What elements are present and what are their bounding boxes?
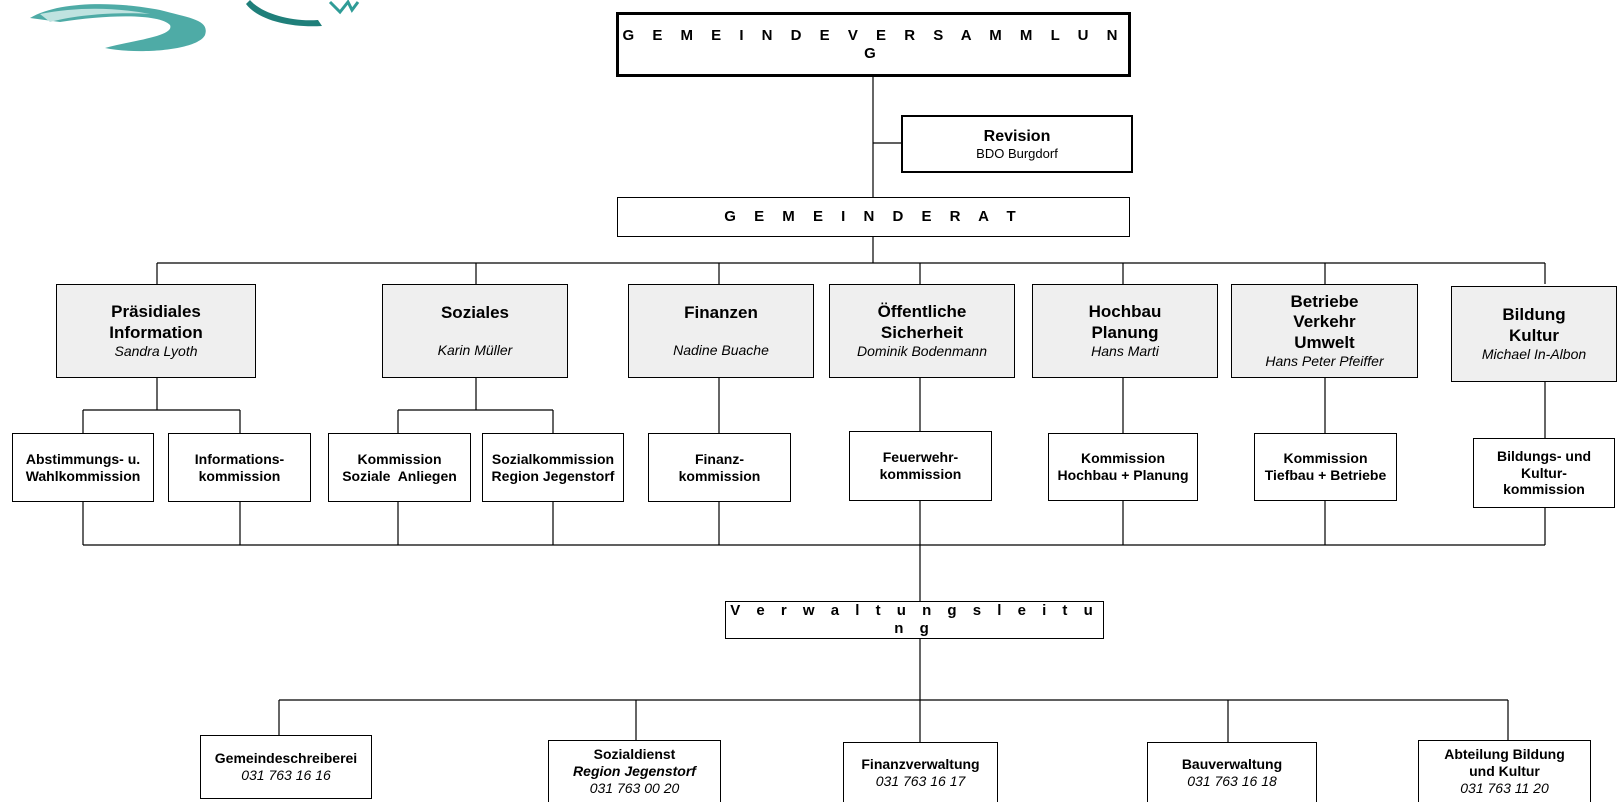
department-title: Bildung Kultur [1502,305,1566,345]
council-title: G E M E I N D E R A T [724,208,1023,225]
commission-box: Sozialkommission Region Jegenstorf [482,433,624,502]
department-person: Sandra Lyoth [114,342,198,359]
administration-box: Abteilung Bildung und Kultur 031 763 11 … [1418,740,1591,802]
commission-box: Kommission Soziale Anliegen [328,433,471,502]
department-title: Öffentliche Sicherheit [877,302,967,342]
commission-label: Kommission Soziale Anliegen [342,450,457,484]
administration-box: Finanzverwaltung 031 763 16 17 [843,742,998,802]
department-person: Hans Marti [1091,342,1159,359]
commission-label: Kommission Tiefbau + Betriebe [1264,450,1387,483]
council-box: G E M E I N D E R A T [617,197,1130,237]
department-box: Finanzen Nadine Buache [628,284,814,378]
department-title: Finanzen [684,303,758,323]
department-box: Hochbau Planung Hans Marti [1032,284,1218,378]
administration-phone: 031 763 16 16 [241,767,331,783]
commission-label: Sozialkommission Region Jegenstorf [491,450,615,484]
logo-graphic [30,0,360,52]
commission-label: Finanz- kommission [678,450,761,484]
department-box: Bildung Kultur Michael In-Albon [1451,286,1617,382]
department-person: Dominik Bodenmann [857,342,987,359]
revision-box: Revision BDO Burgdorf [901,115,1133,173]
administration-title: Abteilung Bildung und Kultur [1444,746,1565,780]
commission-label: Informations- kommission [194,450,285,484]
department-box: Soziales Karin Müller [382,284,568,378]
administration-phone: 031 763 00 20 [589,779,680,796]
administration-box: Gemeindeschreiberei 031 763 16 16 [200,735,372,799]
commission-box: Bildungs- und Kultur- kommission [1473,438,1615,508]
administration-title: Finanzverwaltung [861,755,980,772]
administration-lead-box: V e r w a l t u n g s l e i t u n g [725,601,1104,639]
assembly-box: G E M E I N D E V E R S A M M L U N G [616,12,1131,77]
assembly-title: G E M E I N D E V E R S A M M L U N G [622,26,1125,62]
commission-box: Kommission Tiefbau + Betriebe [1254,433,1397,501]
administration-title: Sozialdienst [593,746,676,763]
department-person: Hans Peter Pfeiffer [1265,353,1384,370]
department-box: Öffentliche Sicherheit Dominik Bodenmann [829,284,1015,378]
administration-subtitle: Region Jegenstorf [573,763,696,780]
department-box: Präsidiales Information Sandra Lyoth [56,284,256,378]
commission-label: Feuerwehr- kommission [879,449,962,482]
commission-box: Kommission Hochbau + Planung [1048,433,1198,501]
department-person: Michael In-Albon [1481,345,1587,362]
commission-box: Feuerwehr- kommission [849,431,992,501]
commission-box: Informations- kommission [168,433,311,502]
commission-label: Bildungs- und Kultur- kommission [1496,447,1592,498]
commission-box: Finanz- kommission [648,433,791,502]
department-title: Betriebe Verkehr Umwelt [1290,292,1359,352]
administration-box: Bauverwaltung 031 763 16 18 [1147,742,1317,802]
department-person: Karin Müller [437,341,513,358]
department-box: Betriebe Verkehr Umwelt Hans Peter Pfeif… [1231,284,1418,378]
department-title: Hochbau Planung [1088,302,1162,342]
department-title: Soziales [440,303,510,323]
administration-lead-title: V e r w a l t u n g s l e i t u n g [730,602,1099,637]
revision-title: Revision [983,127,1051,145]
administration-phone: 031 763 16 18 [1187,772,1277,789]
revision-subtitle: BDO Burgdorf [976,145,1058,161]
administration-box: Sozialdienst Region Jegenstorf 031 763 0… [548,740,721,802]
commission-label: Abstimmungs- u. Wahlkommission [25,450,141,484]
department-person: Nadine Buache [673,341,769,358]
administration-title: Bauverwaltung [1181,755,1283,772]
commission-label: Kommission Hochbau + Planung [1057,450,1189,483]
administration-title: Gemeindeschreiberei [214,750,358,767]
administration-phone: 031 763 11 20 [1460,779,1549,796]
commission-box: Abstimmungs- u. Wahlkommission [12,433,154,502]
department-title: Präsidiales Information [109,302,203,342]
administration-phone: 031 763 16 17 [875,772,966,789]
